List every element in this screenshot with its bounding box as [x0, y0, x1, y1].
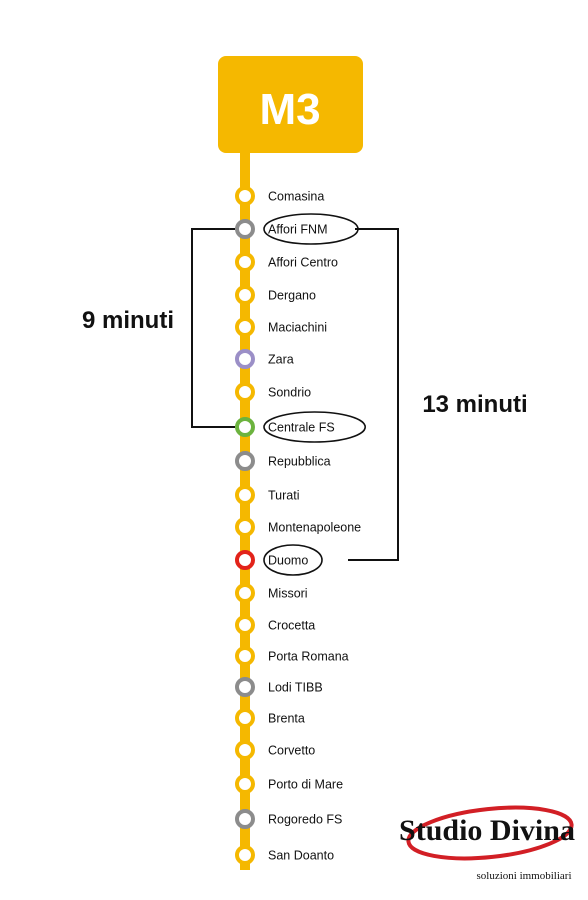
station-comasina: Comasina	[235, 186, 324, 206]
station-label: Montenapoleone	[268, 521, 361, 535]
station-label: Centrale FS	[268, 421, 335, 435]
station-marker	[235, 252, 255, 272]
station-marker	[235, 708, 255, 728]
station-marker	[235, 677, 255, 697]
station-duomo: Duomo	[235, 544, 323, 576]
station-highlight-ring	[263, 213, 359, 245]
station-montenapoleone: Montenapoleone	[235, 517, 361, 537]
station-marker	[235, 219, 255, 239]
station-affori-fnm: Affori FNM	[235, 213, 359, 245]
station-brenta: Brenta	[235, 708, 305, 728]
station-label: Brenta	[268, 712, 305, 726]
duration-label-left: 9 minuti	[82, 307, 174, 334]
station-label: Affori Centro	[268, 256, 338, 270]
station-label: Rogoredo FS	[268, 813, 342, 827]
station-label: San Doanto	[268, 849, 334, 863]
station-marker	[235, 485, 255, 505]
station-marker	[235, 845, 255, 865]
station-centrale-fs: Centrale FS	[235, 411, 366, 443]
duration-bracket-left	[191, 228, 235, 428]
duration-label-right: 13 minuti	[422, 391, 527, 418]
station-corvetto: Corvetto	[235, 740, 315, 760]
line-badge: M3	[218, 56, 363, 153]
duration-bracket-right	[348, 228, 399, 561]
station-sondrio: Sondrio	[235, 382, 311, 402]
station-lodi-tibb: Lodi TIBB	[235, 677, 323, 697]
station-highlight-ring	[263, 544, 323, 576]
station-marker	[235, 774, 255, 794]
logo-name: Studio Divina	[399, 814, 575, 847]
station-dergano: Dergano	[235, 285, 316, 305]
station-label: Sondrio	[268, 386, 311, 400]
duration-labels: 9 minuti 13 minuti	[82, 307, 528, 418]
station-marker	[235, 550, 255, 570]
studio-divina-logo: Studio Divina soluzioni immobiliari	[399, 805, 575, 882]
station-marker	[235, 382, 255, 402]
logo-tagline: soluzioni immobiliari	[476, 870, 571, 882]
station-marker	[235, 646, 255, 666]
station-marker	[235, 417, 255, 437]
station-repubblica: Repubblica	[235, 451, 331, 471]
station-label: Dergano	[268, 289, 316, 303]
station-label: Maciachini	[268, 321, 327, 335]
station-label: Corvetto	[268, 744, 315, 758]
line-badge-label: M3	[259, 85, 320, 134]
duration-brackets	[191, 228, 399, 561]
station-marker	[235, 186, 255, 206]
station-marker	[235, 349, 255, 369]
station-marker	[235, 517, 255, 537]
station-porto-di-mare: Porto di Mare	[235, 774, 343, 794]
station-marker	[235, 451, 255, 471]
station-rogoredo-fs: Rogoredo FS	[235, 809, 342, 829]
station-marker	[235, 583, 255, 603]
station-label: Crocetta	[268, 619, 315, 633]
logo-swoosh	[406, 805, 574, 861]
station-zara: Zara	[235, 349, 294, 369]
station-label: Affori FNM	[268, 223, 328, 237]
station-label: Porto di Mare	[268, 778, 343, 792]
station-san-doanto: San Doanto	[235, 845, 334, 865]
station-label: Porta Romana	[268, 650, 349, 664]
station-label: Comasina	[268, 190, 324, 204]
station-marker	[235, 285, 255, 305]
station-label: Duomo	[268, 554, 308, 568]
station-marker	[235, 317, 255, 337]
station-label: Turati	[268, 489, 300, 503]
station-highlight-ring	[263, 411, 366, 443]
station-missori: Missori	[235, 583, 308, 603]
station-maciachini: Maciachini	[235, 317, 327, 337]
station-label: Lodi TIBB	[268, 681, 323, 695]
station-label: Repubblica	[268, 455, 331, 469]
station-marker	[235, 740, 255, 760]
station-marker	[235, 809, 255, 829]
station-porta-romana: Porta Romana	[235, 646, 349, 666]
station-turati: Turati	[235, 485, 300, 505]
station-label: Zara	[268, 353, 294, 367]
station-affori-centro: Affori Centro	[235, 252, 338, 272]
station-marker	[235, 615, 255, 635]
line-badge-background	[218, 56, 363, 153]
station-label: Missori	[268, 587, 308, 601]
station-crocetta: Crocetta	[235, 615, 315, 635]
